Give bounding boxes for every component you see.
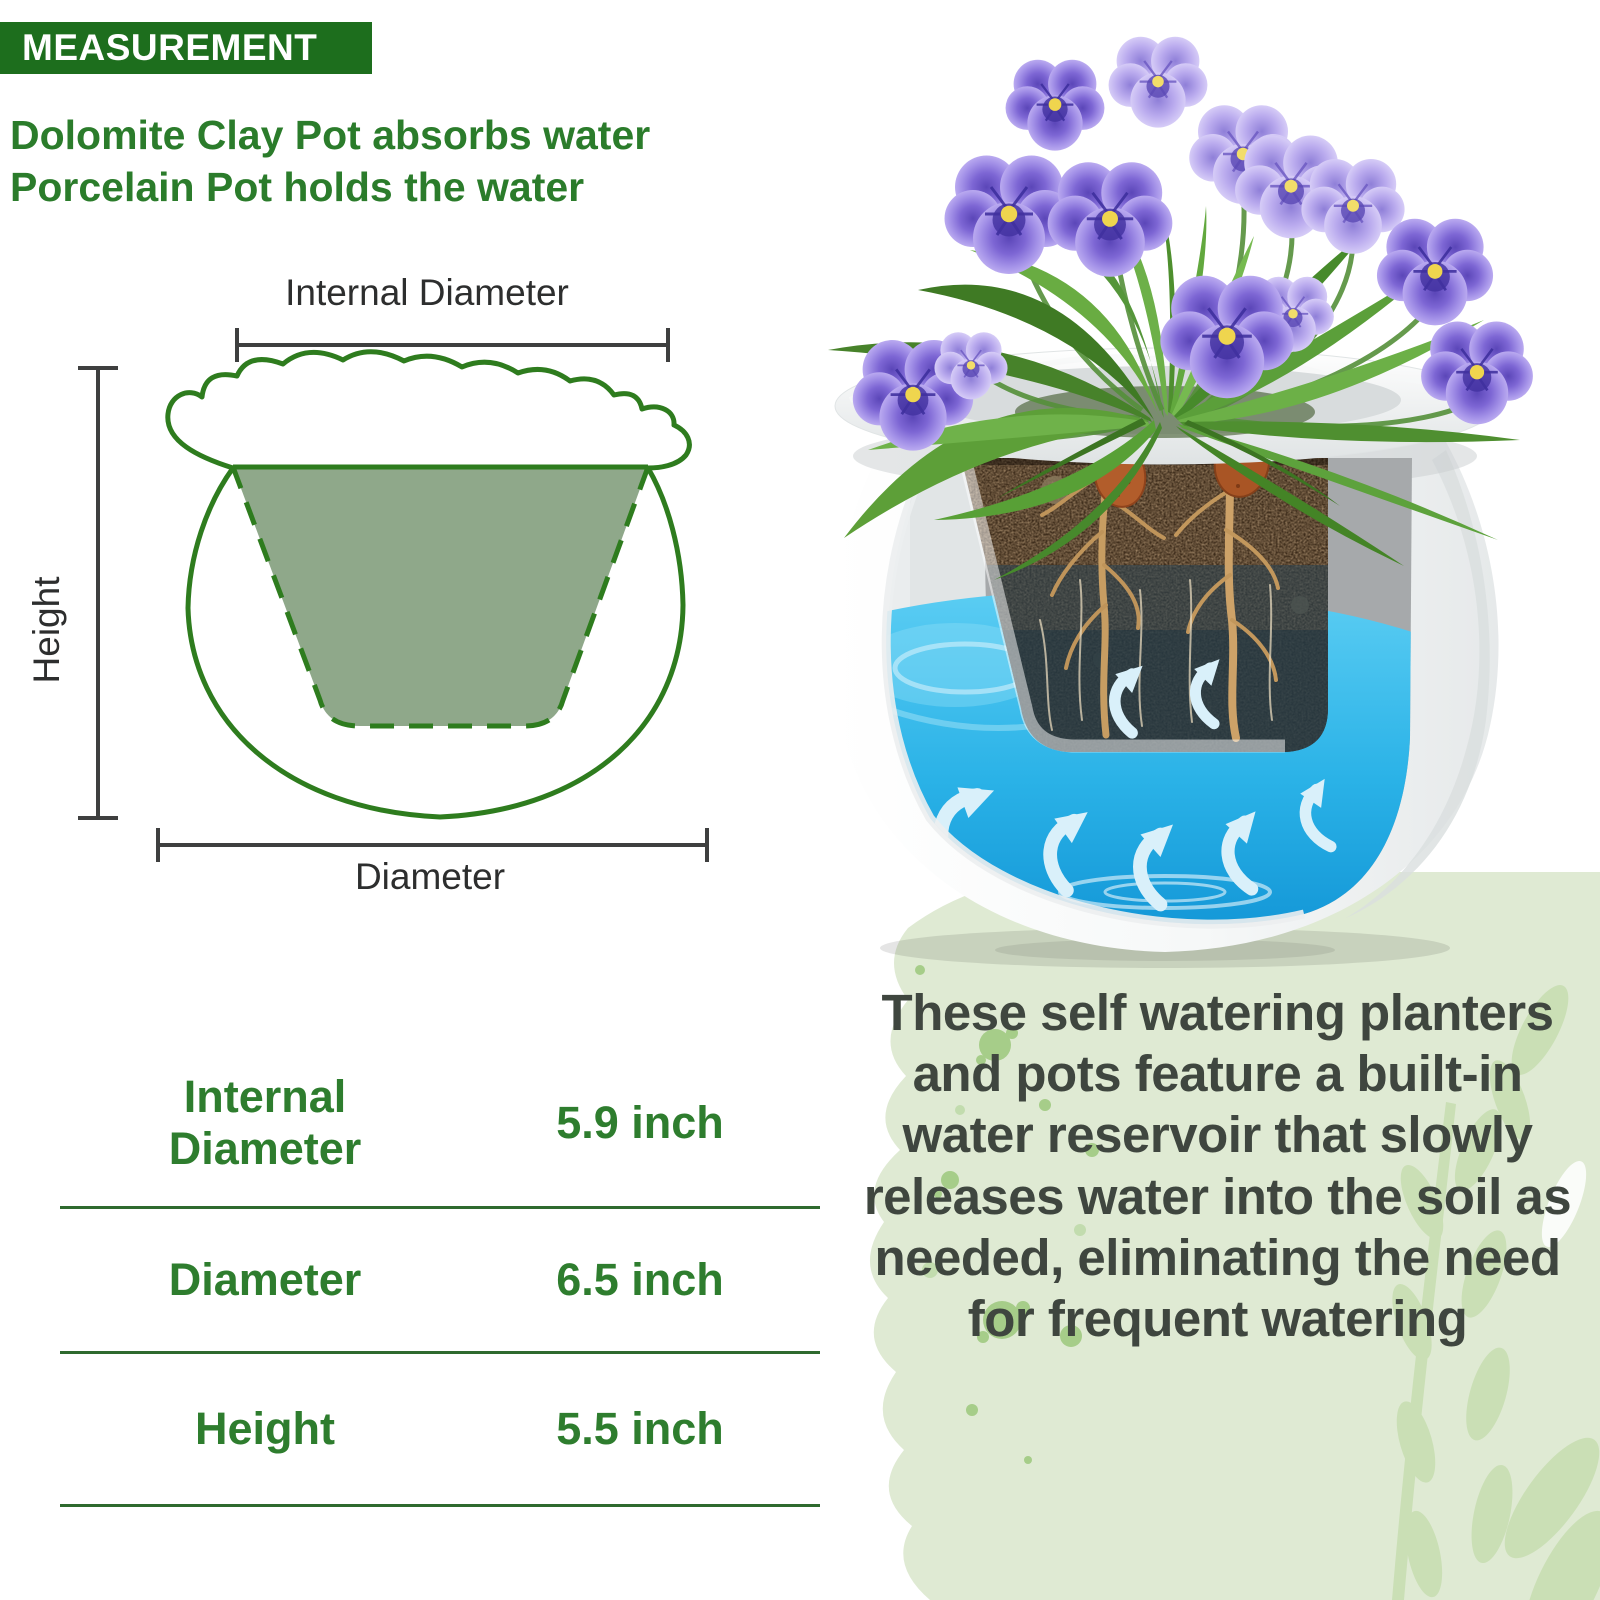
leaf-silhouette-branch [1392,985,1600,1600]
paint-splatter-dots [915,879,1163,1464]
diameter-label: Diameter [354,856,506,897]
internal-diameter-dimension-line [235,328,670,362]
planter-cutaway-illustration [828,35,1535,968]
pot-shading-right [1346,450,1490,918]
table-row: Height 5.5 inch [60,1354,820,1507]
paint-splatter-light [922,1105,1086,1278]
cutaway-interior [886,458,1413,925]
row-label: Internal Diameter [168,1071,362,1174]
table-row: Diameter 6.5 inch [60,1209,820,1354]
measurement-header: MEASUREMENT [0,22,372,74]
height-label: Height [26,576,67,684]
measurement-table: Internal Diameter 5.9 inch Diameter 6.5 … [60,1040,820,1507]
row-value: 5.9 inch [556,1097,724,1148]
table-row: Internal Diameter 5.9 inch [60,1040,820,1209]
leaf-silhouette-white [1541,1160,1587,1248]
row-value: 6.5 inch [556,1254,724,1305]
page-title: MEASUREMENT [22,27,318,68]
watercolor-background [869,872,1600,1600]
subtitle-line-1: Dolomite Clay Pot absorbs water [10,112,651,158]
height-label-wrapper: Height [25,550,69,710]
inner-pot-wall-edge [953,458,1285,753]
row-value: 5.5 inch [556,1403,724,1454]
height-dimension-line [78,366,118,820]
cutaway-edge [881,456,1306,929]
description-text: These self watering planters and pots fe… [863,984,1572,1347]
pot-measurement-diagram [78,328,709,862]
row-label: Height [195,1403,335,1455]
inner-cavity-fill [233,467,648,726]
subtitle-line-2: Porcelain Pot holds the water [10,163,585,210]
subtitle: Dolomite Clay Pot absorbs water Porcelai… [10,110,710,213]
row-label: Diameter [168,1254,362,1306]
internal-diameter-label: Internal Diameter [285,272,569,313]
diameter-dimension-line [156,828,709,862]
pot-outline [165,349,692,820]
dimension-lines [78,328,709,862]
